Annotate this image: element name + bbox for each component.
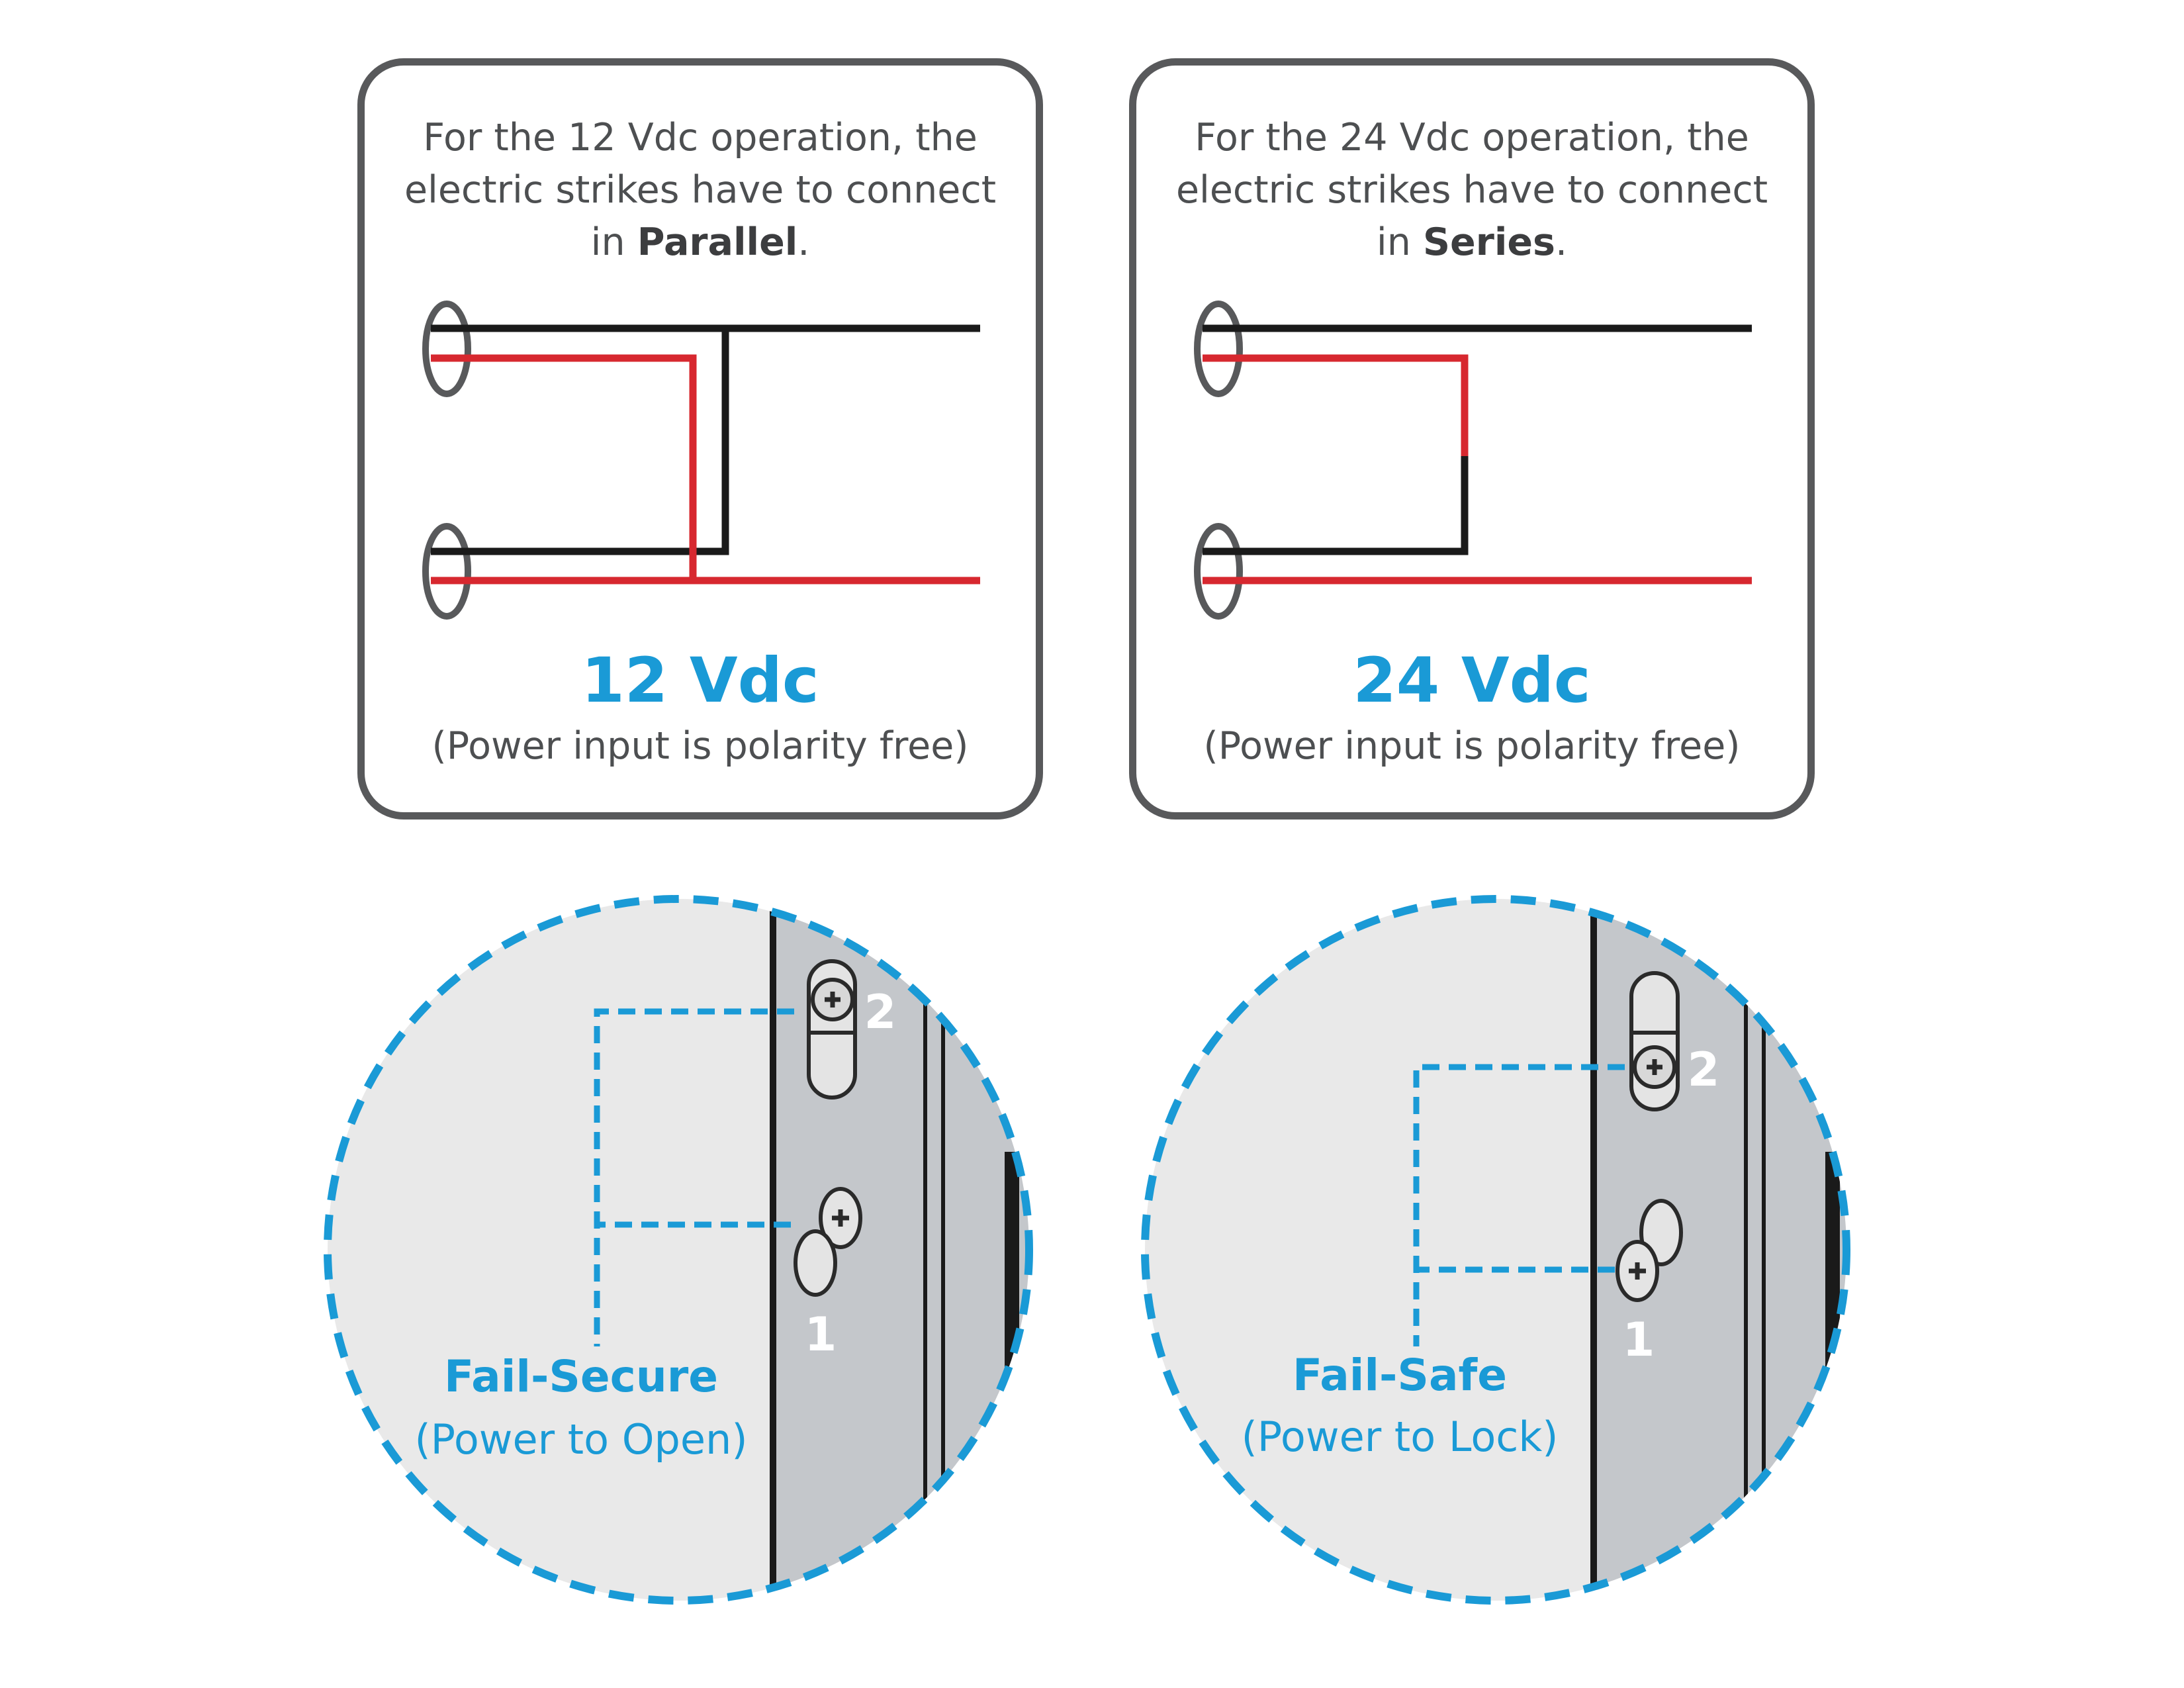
fail-safe-closeup: 2 1 Fail-Safe (Power to Lock) — [1141, 895, 1850, 1605]
polarity-note: (Power input is polarity free) — [1203, 724, 1741, 768]
terminal-1-label: 1 — [805, 1307, 837, 1362]
terminal-2-screw — [807, 959, 857, 1100]
series-keyword: Series — [1423, 220, 1555, 264]
black-wire-jumper — [431, 328, 729, 555]
polarity-note: (Power input is polarity free) — [432, 724, 969, 768]
parallel-caption: For the 12 Vdc operation, the electric s… — [365, 112, 1036, 269]
caption-line-3: in Parallel. — [590, 220, 810, 264]
terminal-leader-lines — [1413, 1064, 1625, 1346]
terminal-leader-lines — [594, 1008, 794, 1346]
strike-2-connector — [1194, 523, 1243, 620]
series-wiring-panel: For the 24 Vdc operation, the electric s… — [1129, 58, 1815, 820]
red-wire-link — [1203, 354, 1469, 456]
strike-2-connector — [422, 523, 471, 620]
strike-1-connector — [422, 301, 471, 397]
caption-line-2: electric strikes have to connect — [1175, 168, 1768, 212]
terminal-1-label: 1 — [1623, 1313, 1655, 1367]
series-caption: For the 24 Vdc operation, the electric s… — [1136, 112, 1807, 269]
voltage-label-12: 12 Vdc — [581, 645, 819, 717]
parallel-wiring-diagram — [422, 301, 980, 620]
strike-1-connector — [1194, 301, 1243, 397]
caption-line-2: electric strikes have to connect — [404, 168, 997, 212]
terminal-1-screw — [794, 1187, 862, 1297]
voltage-label-24: 24 Vdc — [1353, 645, 1591, 717]
terminal-2-label: 2 — [864, 985, 897, 1039]
caption-line-3: in Series. — [1376, 220, 1568, 264]
caption-line-1: For the 12 Vdc operation, the — [423, 116, 978, 160]
black-wire-link — [1203, 456, 1469, 555]
parallel-wiring-panel: For the 12 Vdc operation, the electric s… — [357, 58, 1043, 820]
fail-secure-subtitle: (Power to Open) — [414, 1415, 747, 1464]
fail-safe-title: Fail-Safe — [1293, 1350, 1507, 1401]
terminal-1-screw — [1615, 1199, 1683, 1302]
caption-line-1: For the 24 Vdc operation, the — [1195, 116, 1749, 160]
terminal-2-screw — [1629, 971, 1680, 1111]
red-wire-jumper — [431, 354, 697, 581]
series-wiring-diagram — [1194, 301, 1752, 620]
fail-secure-title: Fail-Secure — [444, 1351, 718, 1402]
fail-safe-subtitle: (Power to Lock) — [1242, 1413, 1559, 1461]
fail-secure-closeup: 2 1 Fail-Secure (Power to Open) — [324, 895, 1033, 1605]
parallel-keyword: Parallel — [637, 220, 798, 264]
terminal-2-label: 2 — [1688, 1043, 1720, 1097]
